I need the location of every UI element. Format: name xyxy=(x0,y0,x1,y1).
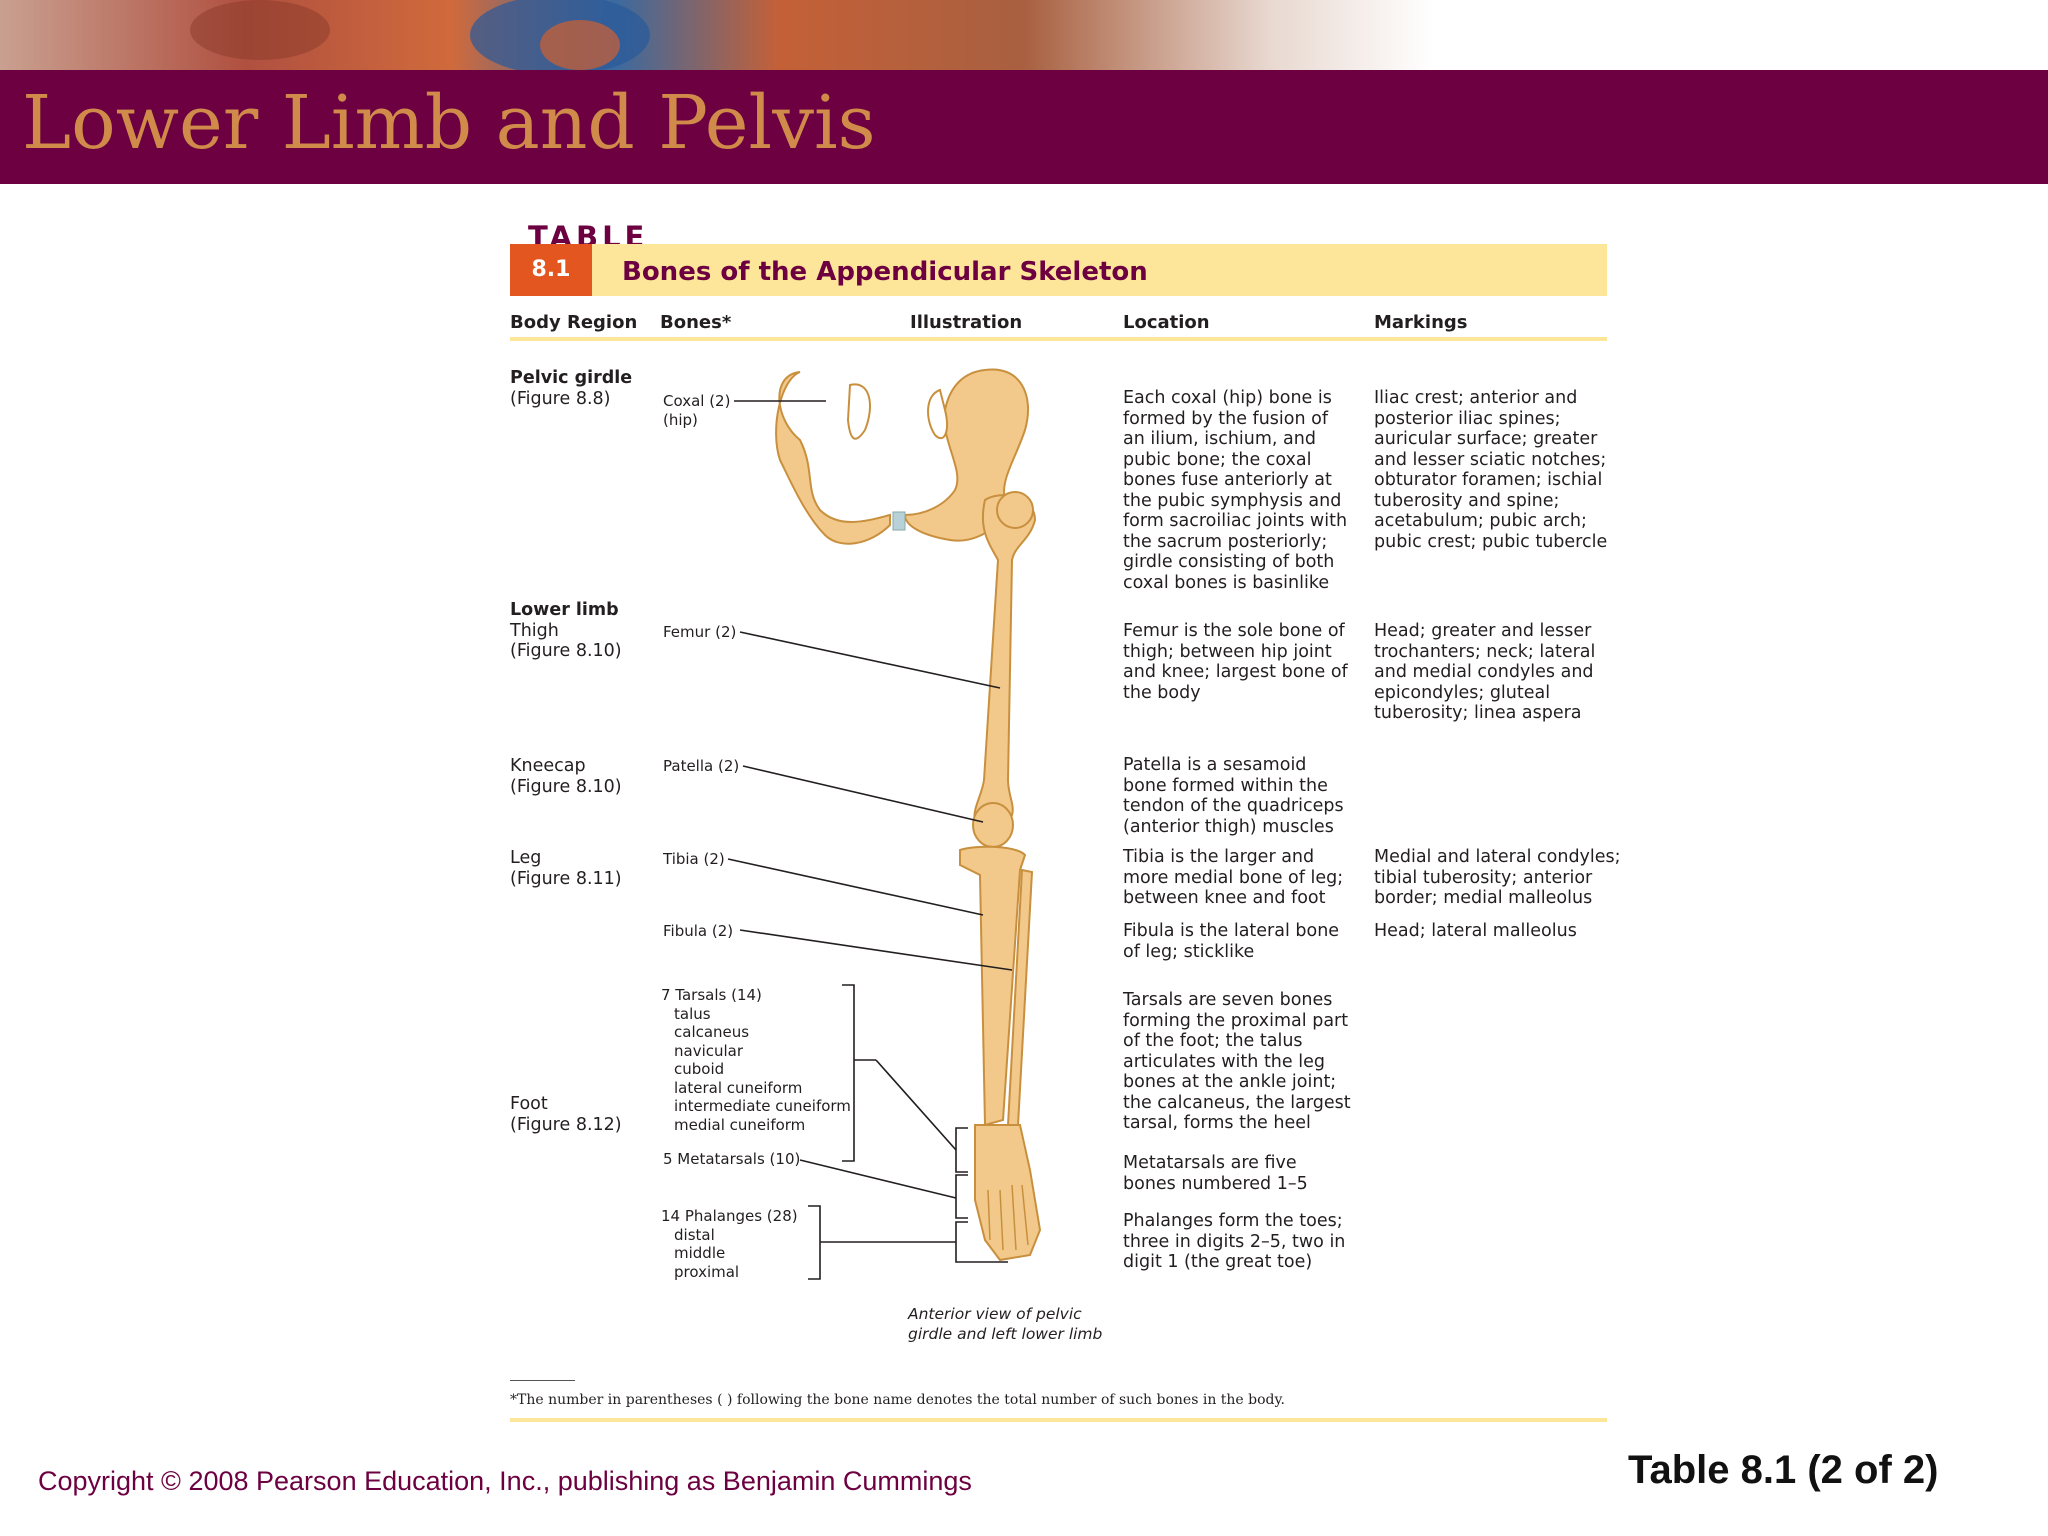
column-header-bones: Bones* xyxy=(660,312,732,333)
column-header-location: Location xyxy=(1123,312,1210,333)
tarsal-item: medial cuneiform xyxy=(674,1115,806,1134)
region-foot: Foot(Figure 8.12) xyxy=(510,1094,622,1135)
bone-femur: Femur (2) xyxy=(663,623,737,641)
table-number: 8.1 xyxy=(510,244,592,296)
region-kneecap: Kneecap(Figure 8.10) xyxy=(510,756,622,797)
tarsal-item: lateral cuneiform xyxy=(674,1078,803,1097)
header-rule xyxy=(510,337,1607,341)
phalanx-item: proximal xyxy=(674,1262,740,1281)
slide-identifier: Table 8.1 (2 of 2) xyxy=(1628,1448,1939,1492)
tarsal-item: talus xyxy=(674,1004,711,1023)
bone-tarsals: 7 Tarsals (14) talus calcaneus navicular… xyxy=(661,986,851,1134)
region-pelvic-girdle: Pelvic girdle(Figure 8.8) xyxy=(510,368,633,409)
decorative-banner xyxy=(0,0,2048,70)
tarsal-item: calcaneus xyxy=(674,1023,750,1041)
table-bottom-rule xyxy=(510,1418,1607,1422)
bone-fibula: Fibula (2) xyxy=(663,922,734,940)
bone-phalanges: 14 Phalanges (28) distal middle proximal xyxy=(661,1207,798,1281)
bone-patella: Patella (2) xyxy=(663,757,740,775)
column-header-body-region: Body Region xyxy=(510,312,638,333)
footnote-rule xyxy=(510,1380,575,1381)
markings-fibula: Head; lateral malleolus xyxy=(1374,921,1577,941)
title-bar xyxy=(0,70,2048,184)
region-lower-limb-thigh: Lower limb Thigh (Figure 8.10) xyxy=(510,600,622,661)
markings-tibia: Medial and lateral condyles;tibial tuber… xyxy=(1374,847,1621,908)
column-header-markings: Markings xyxy=(1374,312,1468,333)
bone-tibia: Tibia (2) xyxy=(663,850,725,868)
bone-metatarsals: 5 Metatarsals (10) xyxy=(663,1150,801,1168)
bone-coxal: Coxal (2)(hip) xyxy=(663,392,731,429)
table-title: Bones of the Appendicular Skeleton xyxy=(622,257,1148,287)
phalanx-item: middle xyxy=(674,1244,726,1262)
phalanx-item: distal xyxy=(674,1225,715,1244)
tarsal-item: cuboid xyxy=(674,1060,725,1078)
copyright-notice: Copyright © 2008 Pearson Education, Inc.… xyxy=(38,1466,972,1496)
slide-title: Lower Limb and Pelvis xyxy=(22,80,876,166)
footnote: *The number in parentheses ( ) following… xyxy=(510,1392,1286,1408)
table-title-strip xyxy=(592,244,1607,296)
tarsal-item: navicular xyxy=(674,1041,744,1060)
region-leg: Leg(Figure 8.11) xyxy=(510,848,622,889)
column-header-illustration: Illustration xyxy=(910,312,1023,333)
tarsal-item: intermediate cuneiform xyxy=(674,1097,851,1115)
location-phalanges: Phalanges form the toes;three in digits … xyxy=(1123,1211,1346,1272)
